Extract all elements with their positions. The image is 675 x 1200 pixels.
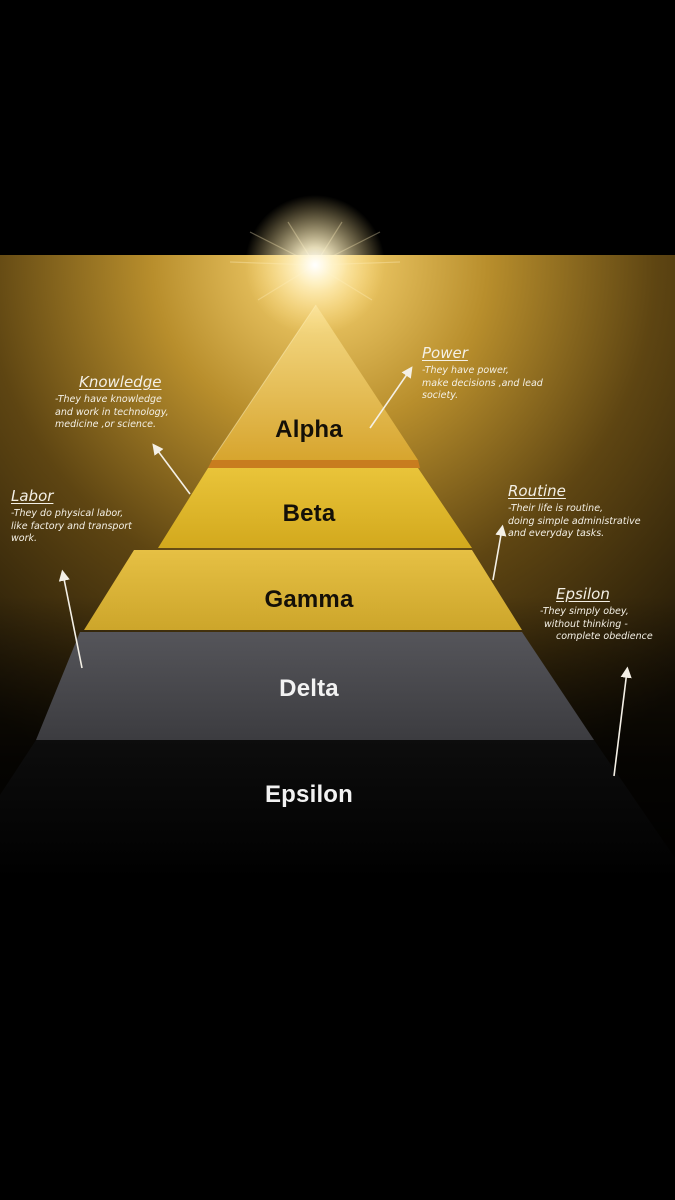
tier-label-alpha: Alpha <box>275 416 343 443</box>
tier-label-delta: Delta <box>279 675 339 702</box>
annotation-epsilon-line: complete obedience <box>556 631 653 642</box>
power-arrow <box>369 366 413 429</box>
annotation-knowledge: Knowledge -They have knowledge and work … <box>55 373 169 432</box>
annotation-routine-line: -Their life is routine, <box>508 503 604 514</box>
sun-burst <box>245 195 385 335</box>
annotation-labor: Labor -They do physical labor, like fact… <box>11 487 132 546</box>
annotation-labor-line: -They do physical labor, <box>11 508 124 519</box>
epsilon-arrow <box>613 666 632 777</box>
annotation-epsilon-line: -They simply obey, <box>540 606 629 617</box>
annotation-routine-line: and everyday tasks. <box>508 528 605 539</box>
annotation-knowledge-title: Knowledge <box>79 373 162 391</box>
annotation-power: Power -They have power, make decisions ,… <box>422 344 543 403</box>
annotation-labor-title: Labor <box>11 487 54 505</box>
annotation-power-line: make decisions ,and lead <box>422 377 543 389</box>
tier-epsilon-shape <box>0 740 675 880</box>
annotation-epsilon-line: without thinking - <box>544 618 628 630</box>
annotation-power-title: Power <box>422 344 468 362</box>
annotation-labor-line: like factory and transport <box>11 520 132 532</box>
annotation-knowledge-line: -They have knowledge <box>55 394 162 405</box>
annotation-epsilon-title: Epsilon <box>556 585 610 603</box>
annotation-labor-line: work. <box>11 533 38 544</box>
annotation-knowledge-line: medicine ,or science. <box>55 419 157 430</box>
tier-delta-shape <box>36 632 594 740</box>
routine-arrow <box>492 524 507 581</box>
tier-beta-shape <box>158 468 472 548</box>
tier-label-beta: Beta <box>282 500 336 527</box>
annotation-routine-line: doing simple administrative <box>508 515 641 527</box>
annotation-knowledge-line: and work in technology, <box>55 406 169 418</box>
annotation-routine: Routine -Their life is routine, doing si… <box>508 482 641 541</box>
tier-label-epsilon: Epsilon <box>264 781 354 808</box>
annotation-epsilon: Epsilon -They simply obey, without think… <box>540 585 653 644</box>
alpha-base-band <box>208 460 420 468</box>
tier-alpha-shape <box>212 305 418 460</box>
tier-label-gamma: Gamma <box>264 586 354 613</box>
knowledge-arrow <box>152 443 191 495</box>
annotation-power-line: society. <box>422 390 459 401</box>
annotation-power-line: -They have power, <box>422 365 509 376</box>
annotation-routine-title: Routine <box>508 482 566 500</box>
labor-arrow <box>58 569 83 669</box>
tier-gamma-shape <box>84 550 522 630</box>
